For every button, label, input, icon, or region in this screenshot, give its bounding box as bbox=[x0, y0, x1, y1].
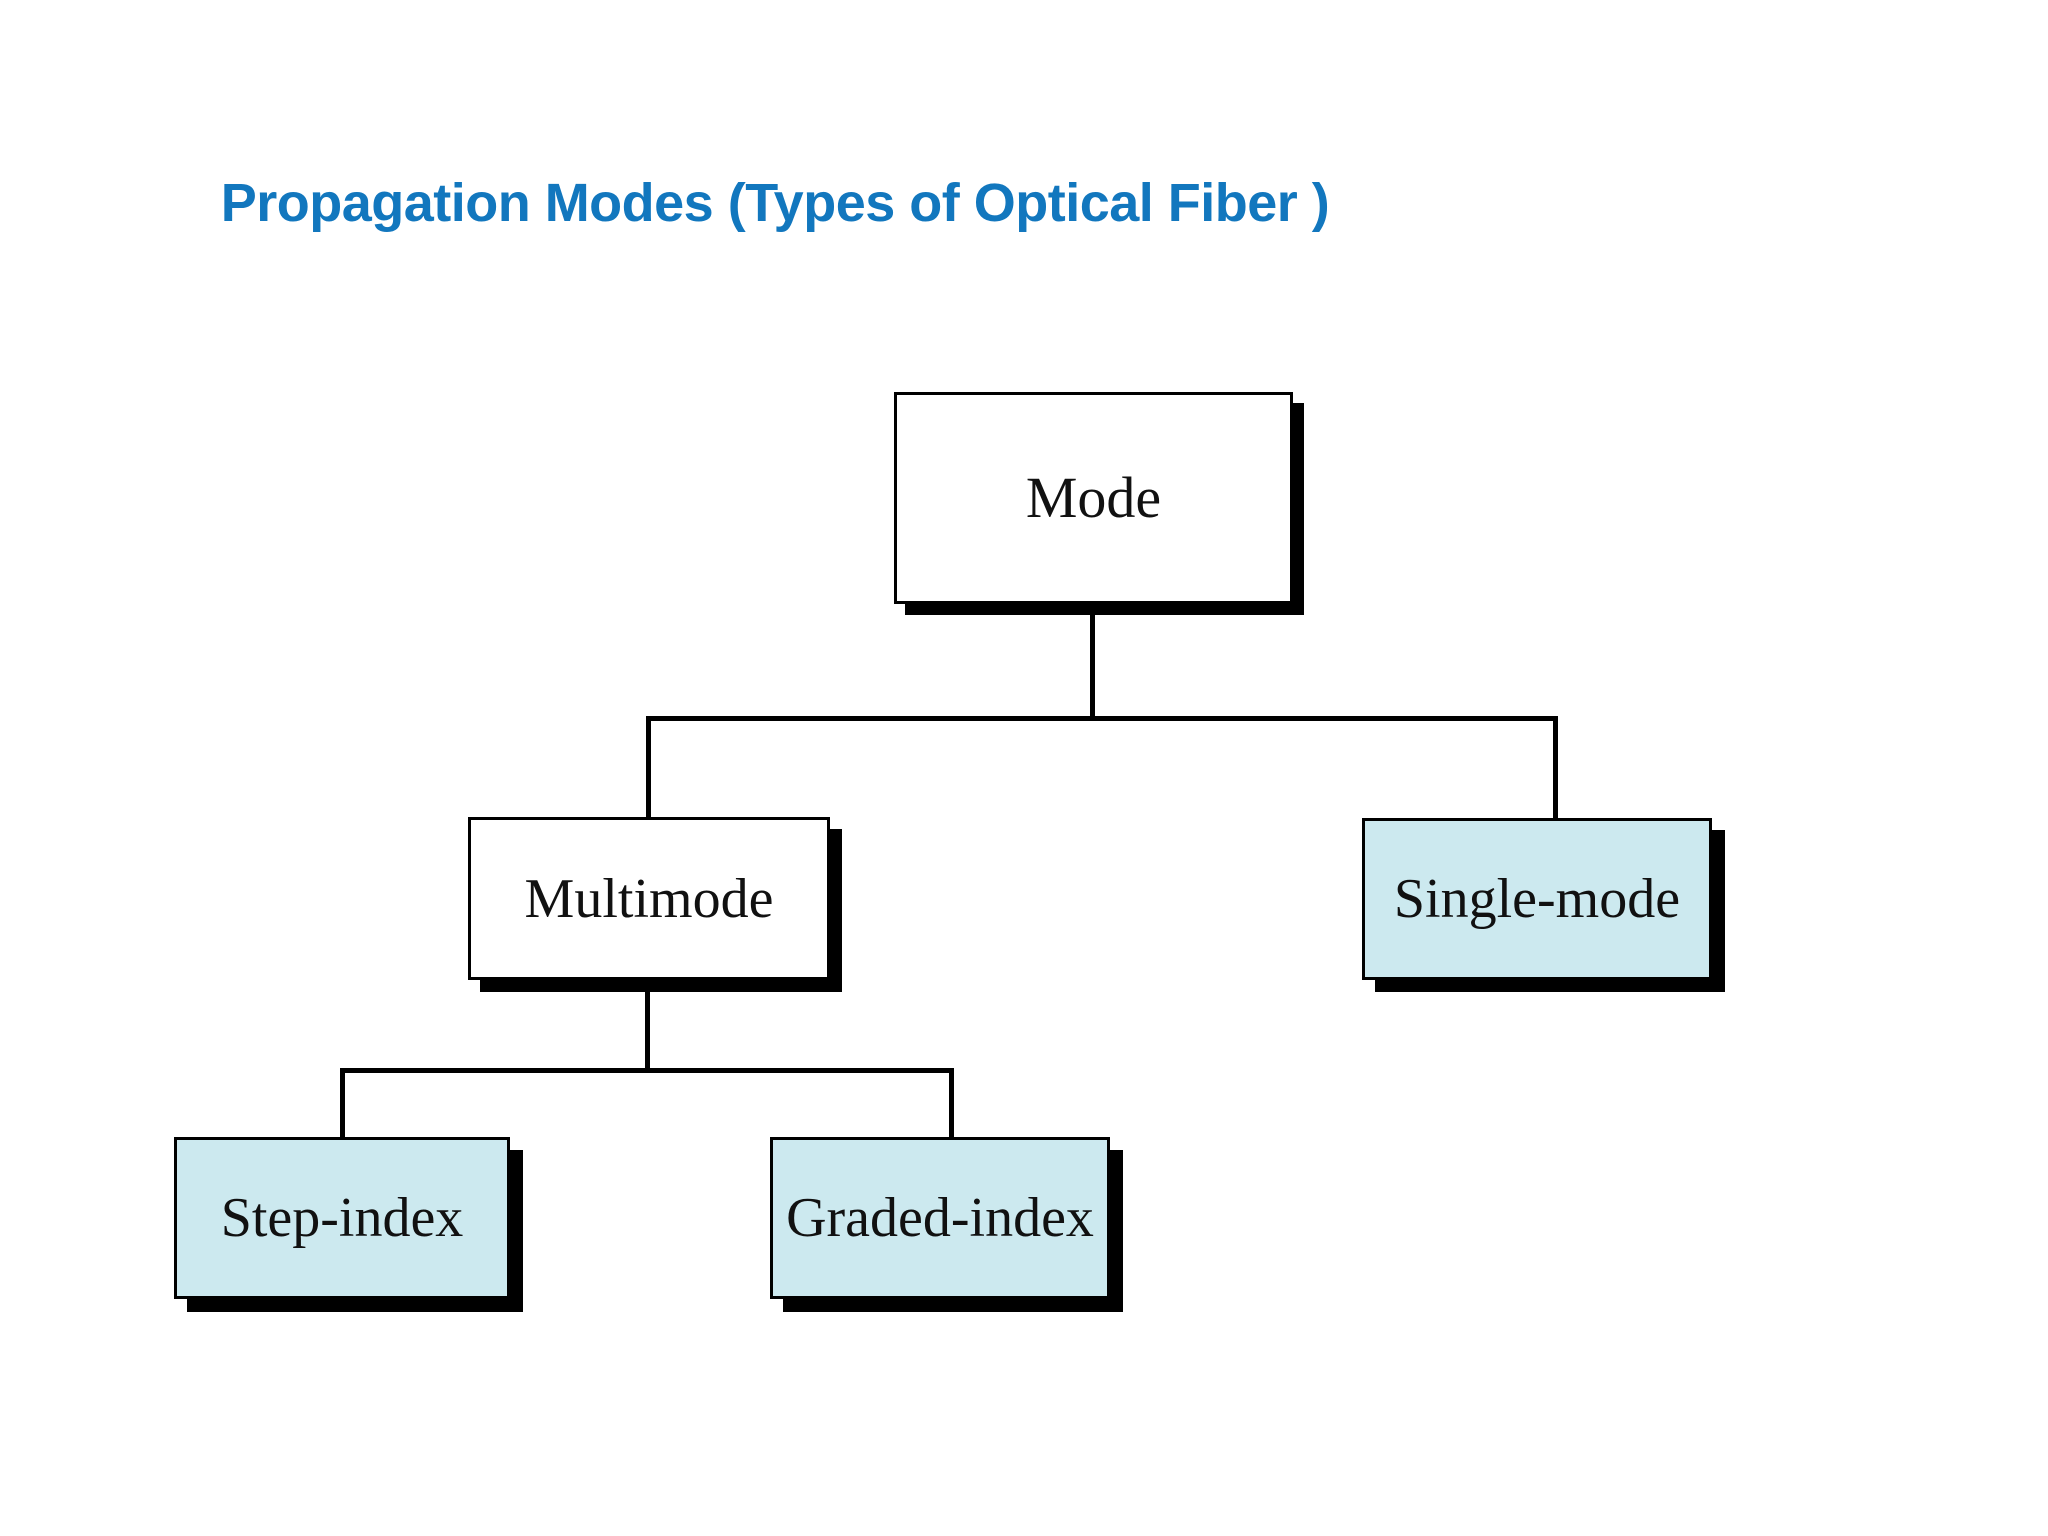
connector-level1-bus bbox=[646, 716, 1558, 721]
node-mode[interactable]: Mode bbox=[894, 392, 1293, 604]
connector-to-graded-index bbox=[949, 1068, 954, 1140]
node-step-index-label: Step-index bbox=[220, 1187, 464, 1249]
node-graded-index[interactable]: Graded-index bbox=[770, 1137, 1110, 1299]
connector-to-single-mode bbox=[1553, 716, 1558, 820]
node-multimode[interactable]: Multimode bbox=[468, 817, 830, 980]
node-multimode-label: Multimode bbox=[524, 867, 774, 930]
connector-mode-stem bbox=[1090, 604, 1095, 720]
connector-level2-bus bbox=[340, 1068, 954, 1073]
node-single-mode[interactable]: Single-mode bbox=[1362, 818, 1712, 980]
connector-to-multimode bbox=[646, 716, 651, 820]
connector-to-step-index bbox=[340, 1068, 345, 1140]
node-mode-label: Mode bbox=[1025, 465, 1162, 530]
page-title: Propagation Modes (Types of Optical Fibe… bbox=[220, 173, 1330, 233]
node-single-mode-label: Single-mode bbox=[1393, 868, 1681, 930]
node-graded-index-label: Graded-index bbox=[786, 1187, 1094, 1249]
node-step-index[interactable]: Step-index bbox=[174, 1137, 510, 1299]
connector-multimode-stem bbox=[645, 980, 650, 1072]
